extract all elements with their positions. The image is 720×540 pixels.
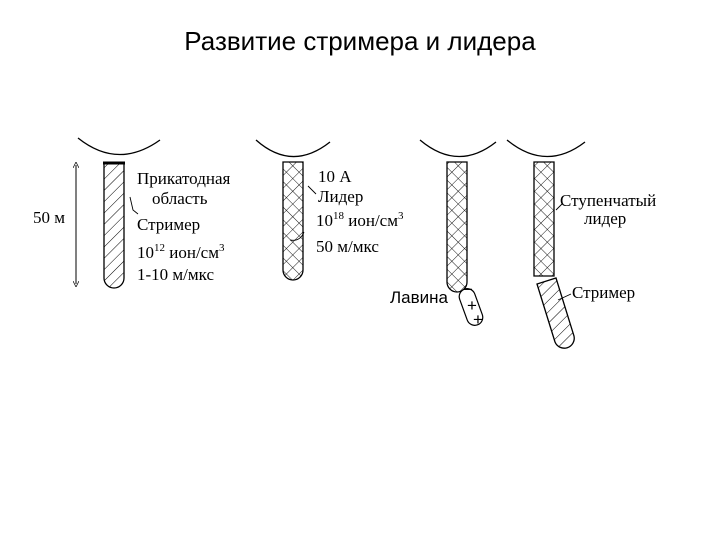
stepped-leader-channel <box>533 161 555 277</box>
panel-stepped-leader: Ступенчатый лидер Стример <box>506 139 656 349</box>
leader-channel <box>282 161 304 281</box>
charge-positive-1: + <box>467 296 477 315</box>
stepped-leader-label-2: лидер <box>584 209 626 228</box>
slide-title: Развитие стримера и лидера <box>184 26 536 56</box>
panel-streamer: 50 м Прикатодная область Стример 1012 ио… <box>33 137 230 289</box>
cathode-electrode <box>506 139 586 158</box>
streamer-label: Стример <box>572 283 635 302</box>
cathode-region-label-1: Прикатодная <box>137 169 230 188</box>
cathode-electrode <box>255 139 331 158</box>
cathode-leader-line <box>129 196 139 215</box>
height-label: 50 м <box>33 208 65 227</box>
stepped-leader-label-1: Ступенчатый <box>560 191 656 210</box>
charge-negative: − <box>463 280 473 299</box>
streamer-channel <box>103 162 125 289</box>
streamer-tip <box>536 277 575 349</box>
streamer-density: 1012 ион/см3 <box>137 242 225 262</box>
charge-positive-2: + <box>473 310 483 329</box>
leader-density: 1018 ион/см3 <box>316 210 404 230</box>
panel-avalanche: − + + Лавина <box>390 139 497 329</box>
leader-speed: 50 м/мкс <box>316 237 379 256</box>
avalanche-label: Лавина <box>390 288 449 307</box>
leader-channel <box>446 161 468 293</box>
cathode-electrode <box>77 137 161 156</box>
cathode-electrode <box>419 139 497 158</box>
cathode-region-label-2: область <box>152 189 208 208</box>
leader-label: Лидер <box>318 187 363 206</box>
streamer-speed: 1-10 м/мкс <box>137 265 214 284</box>
panel-leader: 10 А Лидер 1018 ион/см3 50 м/мкс <box>255 139 404 281</box>
leader-current: 10 А <box>318 167 352 186</box>
streamer-label: Стример <box>137 215 200 234</box>
avalanche-blob <box>458 288 484 326</box>
